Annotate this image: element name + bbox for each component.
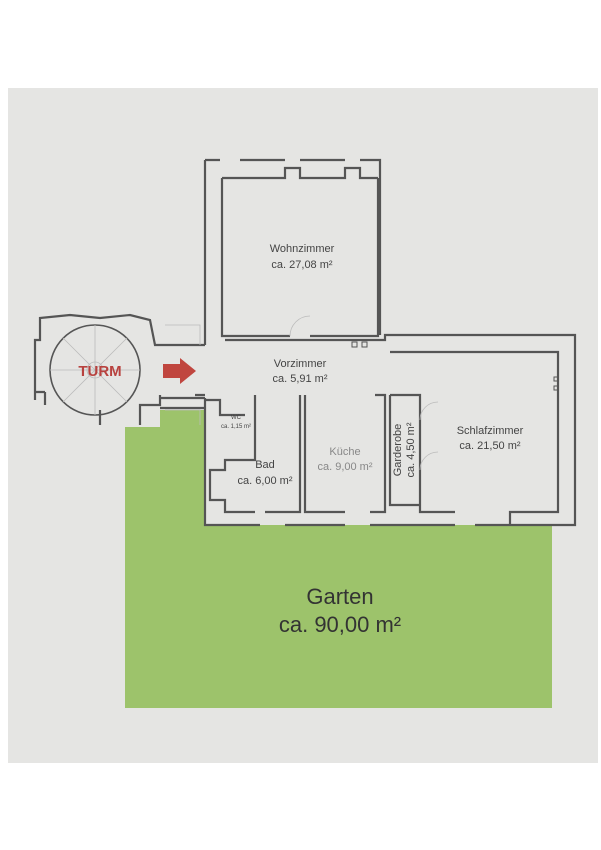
room-bad-area: ca. 6,00 m²	[237, 475, 292, 487]
room-wc-area: ca. 1,15 m²	[221, 424, 251, 430]
room-wc-name: WC	[231, 415, 242, 421]
room-schlafzimmer-name: Schlafzimmer	[457, 425, 524, 437]
room-kueche-name: Küche	[329, 446, 360, 458]
garden-area-label: ca. 90,00 m²	[279, 612, 401, 637]
garden-name: Garten	[306, 584, 373, 609]
room-schlafzimmer-area: ca. 21,50 m²	[459, 440, 520, 452]
room-vorzimmer-name: Vorzimmer	[274, 358, 327, 370]
entrance-arrow-icon	[163, 358, 196, 384]
room-wohnzimmer-area: ca. 27,08 m²	[271, 259, 332, 271]
room-garderobe-area: ca. 4,50 m²	[405, 422, 417, 477]
tower	[33, 313, 162, 425]
room-kueche-area: ca. 9,00 m²	[317, 461, 372, 473]
garden-area	[125, 410, 552, 708]
room-vorzimmer-area: ca. 5,91 m²	[272, 373, 327, 385]
room-wohnzimmer-name: Wohnzimmer	[270, 243, 335, 255]
tower-label: TURM	[78, 363, 121, 380]
room-garderobe-name: Garderobe	[392, 424, 404, 477]
room-bad-name: Bad	[255, 459, 275, 471]
